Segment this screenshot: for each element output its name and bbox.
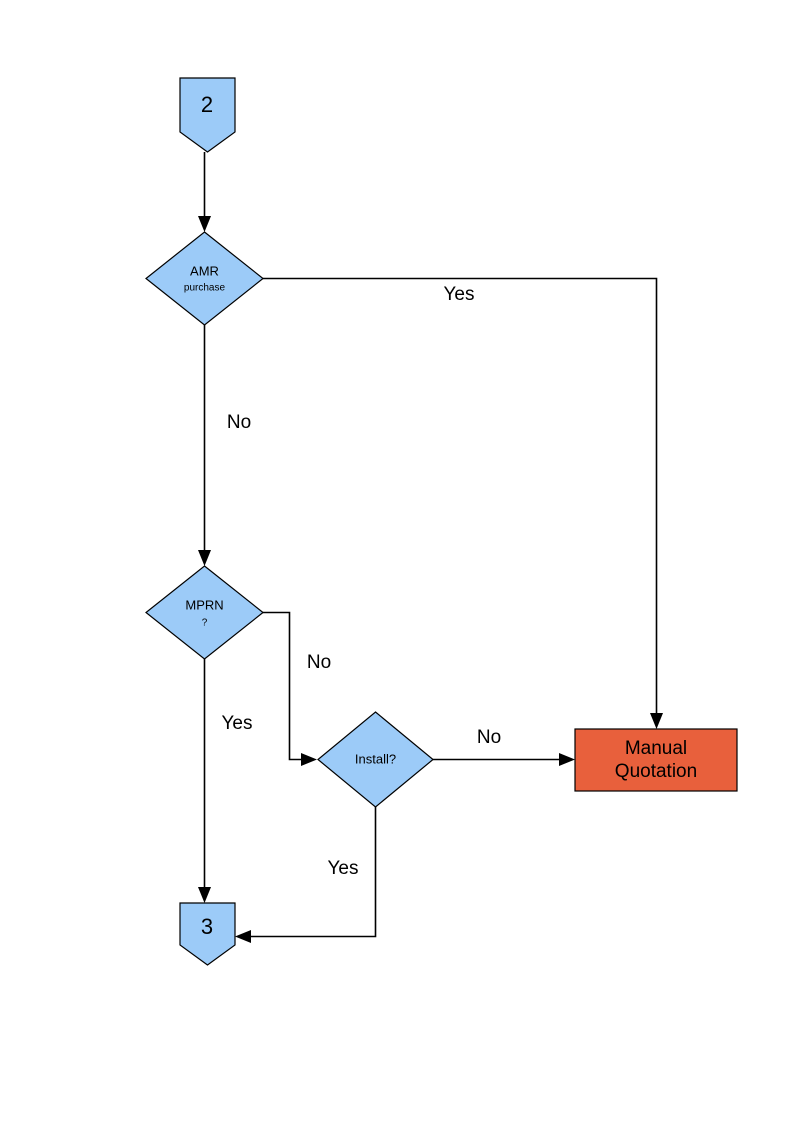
edge-amr-no — [198, 325, 211, 566]
arrow-head-icon — [559, 753, 575, 766]
edge-label-amr-yes: Yes — [444, 284, 475, 305]
manual-quotation-shape — [574, 728, 738, 792]
amr-decision-shape — [145, 231, 264, 326]
amr-decision-label-line2: purchase — [184, 283, 226, 294]
edge-label-amr-no: No — [227, 412, 251, 433]
node-amr-decision[interactable]: AMR purchase — [145, 231, 264, 326]
arrow-head-icon — [235, 930, 251, 943]
edge-install-no — [433, 753, 575, 766]
edge-label-install-no: No — [477, 727, 501, 748]
mprn-decision-label-line2: ? — [202, 618, 208, 629]
edge-amr-yes — [263, 277, 663, 729]
arrow-head-icon — [650, 713, 663, 729]
manual-quotation-label-line2: Quotation — [615, 761, 697, 782]
arrow-head-icon — [198, 550, 211, 566]
mprn-decision-shape — [145, 565, 264, 660]
edge-label-install-yes: Yes — [328, 858, 359, 879]
arrow-head-icon — [198, 887, 211, 903]
install-decision-shape — [317, 711, 434, 808]
edge-install-yes — [235, 807, 377, 943]
arrow-head-icon — [198, 216, 211, 232]
edge-start-to-amr — [198, 152, 211, 232]
edge-label-mprn-yes: Yes — [222, 713, 253, 734]
arrow-head-icon — [301, 753, 317, 766]
end-connector-shape — [179, 902, 236, 966]
amr-decision-label-line1: AMR — [190, 263, 219, 278]
edge-label-mprn-no: No — [307, 652, 331, 673]
node-manual-quotation[interactable]: Manual Quotation — [574, 728, 738, 792]
node-mprn-decision[interactable]: MPRN ? — [145, 565, 264, 660]
manual-quotation-label-line1: Manual — [625, 738, 687, 759]
node-install-decision[interactable]: Install? — [317, 711, 434, 808]
node-start-connector[interactable]: 2 — [179, 77, 236, 153]
node-end-connector[interactable]: 3 — [179, 902, 236, 966]
start-connector-shape — [179, 77, 236, 153]
install-decision-label: Install? — [355, 751, 396, 766]
start-connector-label: 2 — [201, 92, 213, 117]
mprn-decision-label-line1: MPRN — [185, 597, 223, 612]
edge-mprn-no — [263, 611, 317, 766]
edge-mprn-yes — [198, 659, 211, 903]
end-connector-label: 3 — [201, 914, 213, 939]
